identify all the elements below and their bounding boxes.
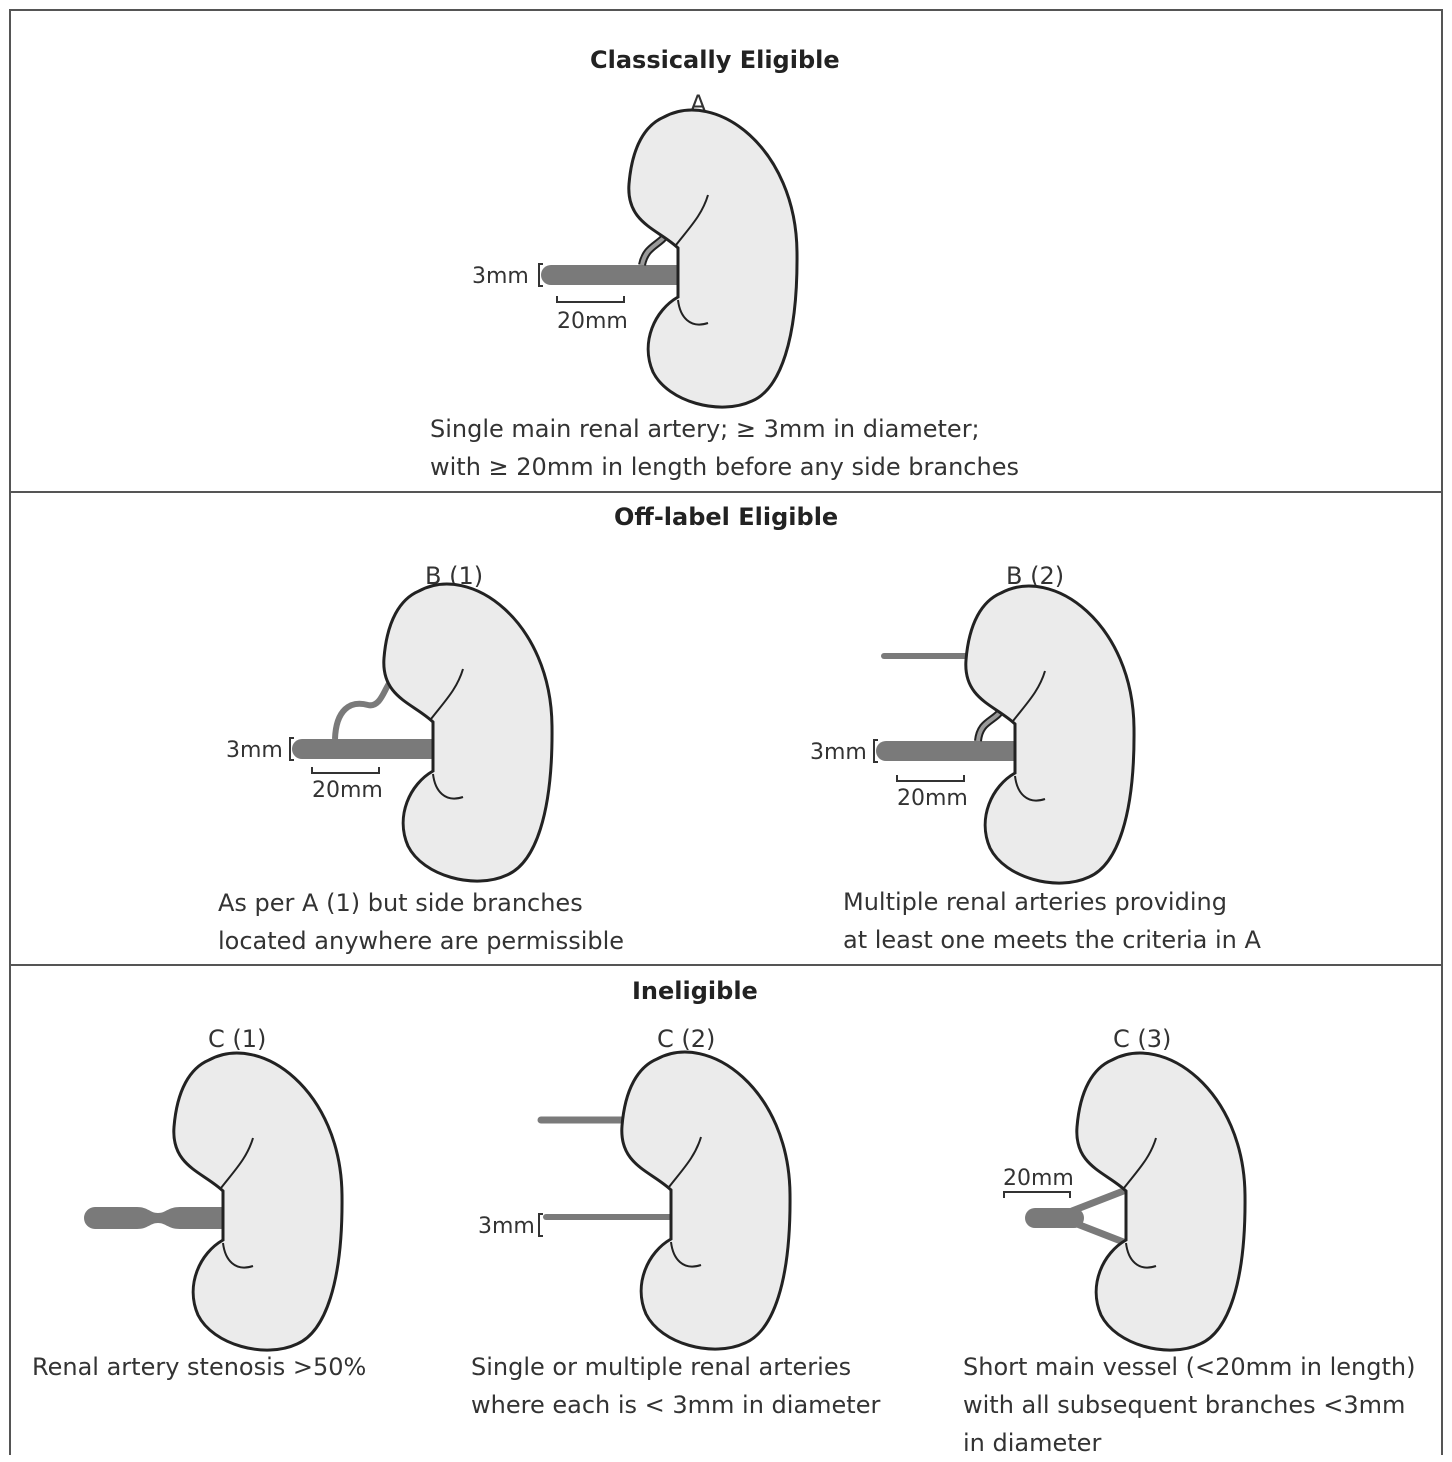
caption-c2: Single or multiple renal arteries where … (471, 1348, 880, 1424)
caption-line: located anywhere are permissible (218, 922, 624, 960)
kidney-outline (966, 586, 1134, 883)
caption-line: Renal artery stenosis >50% (32, 1348, 366, 1386)
length-label: 20mm (557, 309, 628, 334)
kidney-outline (629, 110, 797, 407)
kidney-diagram-c2: 3mm (478, 1052, 790, 1349)
length-label: 20mm (312, 778, 383, 803)
length-bracket (1004, 1192, 1070, 1198)
kidney-outline (384, 584, 552, 881)
caption-line: with ≥ 20mm in length before any side br… (430, 448, 1019, 486)
caption-line: Short main vessel (<20mm in length) (963, 1348, 1415, 1386)
caption-line: in diameter (963, 1424, 1415, 1462)
length-bracket (897, 775, 964, 781)
kidney-diagram-c3: 20mm (1003, 1053, 1245, 1350)
kidney-outline (174, 1053, 342, 1350)
caption-line: As per A (1) but side branches (218, 884, 624, 922)
caption-line: Single main renal artery; ≥ 3mm in diame… (430, 410, 1019, 448)
length-bracket (557, 296, 624, 302)
caption-line: at least one meets the criteria in A (843, 921, 1261, 959)
caption-a: Single main renal artery; ≥ 3mm in diame… (430, 410, 1019, 486)
diameter-label: 3mm (472, 264, 529, 289)
kidney-diagram-c1 (84, 1053, 342, 1350)
caption-line: Single or multiple renal arteries (471, 1348, 880, 1386)
diameter-label: 3mm (810, 740, 867, 765)
diameter-label: 3mm (226, 738, 283, 763)
length-bracket (312, 767, 379, 773)
kidney-diagram-b1: 3mm 20mm (226, 584, 552, 881)
length-label: 20mm (897, 786, 968, 811)
caption-line: Multiple renal arteries providing (843, 883, 1261, 921)
caption-b2: Multiple renal arteries providing at lea… (843, 883, 1261, 959)
kidney-diagram-a: 3mm 20mm (472, 110, 797, 407)
caption-line: where each is < 3mm in diameter (471, 1386, 880, 1424)
caption-c1: Renal artery stenosis >50% (32, 1348, 366, 1386)
diameter-bracket (539, 1214, 543, 1236)
caption-line: with all subsequent branches <3mm (963, 1386, 1415, 1424)
caption-b1: As per A (1) but side branches located a… (218, 884, 624, 960)
kidney-diagram-b2: 3mm 20mm (810, 586, 1134, 883)
length-label: 20mm (1003, 1166, 1074, 1191)
diameter-label: 3mm (478, 1214, 535, 1239)
kidney-outline (622, 1052, 790, 1349)
stenosed-renal-artery (84, 1207, 228, 1229)
branch-upper (1072, 1190, 1126, 1211)
side-branch (335, 682, 390, 739)
caption-c3: Short main vessel (<20mm in length) with… (963, 1348, 1415, 1462)
